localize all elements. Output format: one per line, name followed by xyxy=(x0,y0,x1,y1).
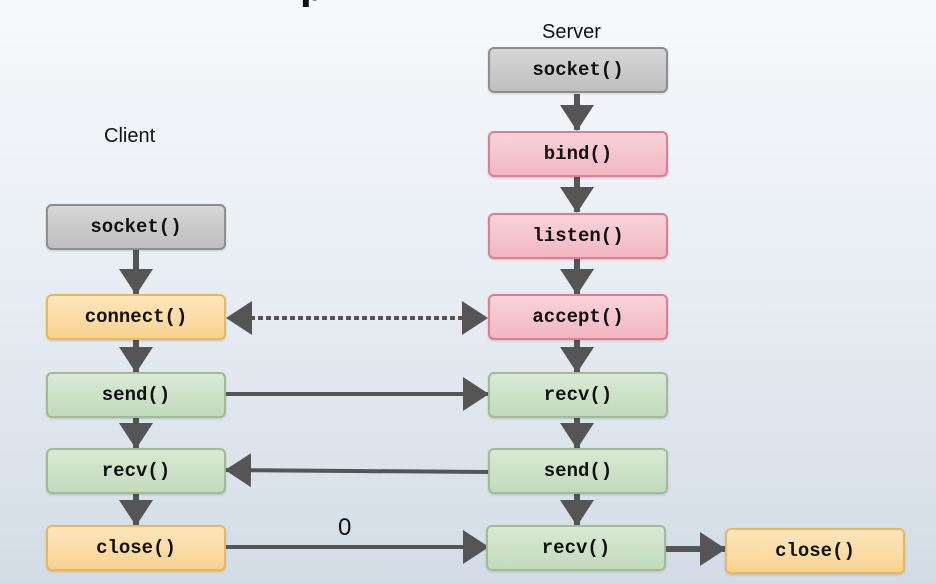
client-connect-box: connect() xyxy=(46,294,226,340)
client-close-box: close() xyxy=(46,525,226,571)
arrow-server-send-to-client-recv xyxy=(225,453,489,488)
client-send-box: send() xyxy=(46,372,226,418)
client-heading: Client xyxy=(104,125,156,147)
server-close-box: close() xyxy=(725,528,905,574)
server-listen-box: listen() xyxy=(488,213,668,259)
server-recv-box: recv() xyxy=(488,372,668,418)
arrowhead-to-connect xyxy=(226,301,252,335)
client-recv-box: recv() xyxy=(46,448,226,494)
edge-label-zero: 0 xyxy=(338,514,352,541)
server-bind-box: bind() xyxy=(488,131,668,177)
client-socket-box: socket() xyxy=(46,204,226,250)
server-recv2-box: recv() xyxy=(486,525,666,571)
server-accept-box: accept() xyxy=(488,294,668,340)
arrowhead-to-accept xyxy=(462,301,488,335)
server-send-box: send() xyxy=(488,448,668,494)
server-heading: Server xyxy=(542,21,601,43)
server-socket-box: socket() xyxy=(488,47,668,93)
diagram-title-fragment: p xyxy=(300,0,420,10)
